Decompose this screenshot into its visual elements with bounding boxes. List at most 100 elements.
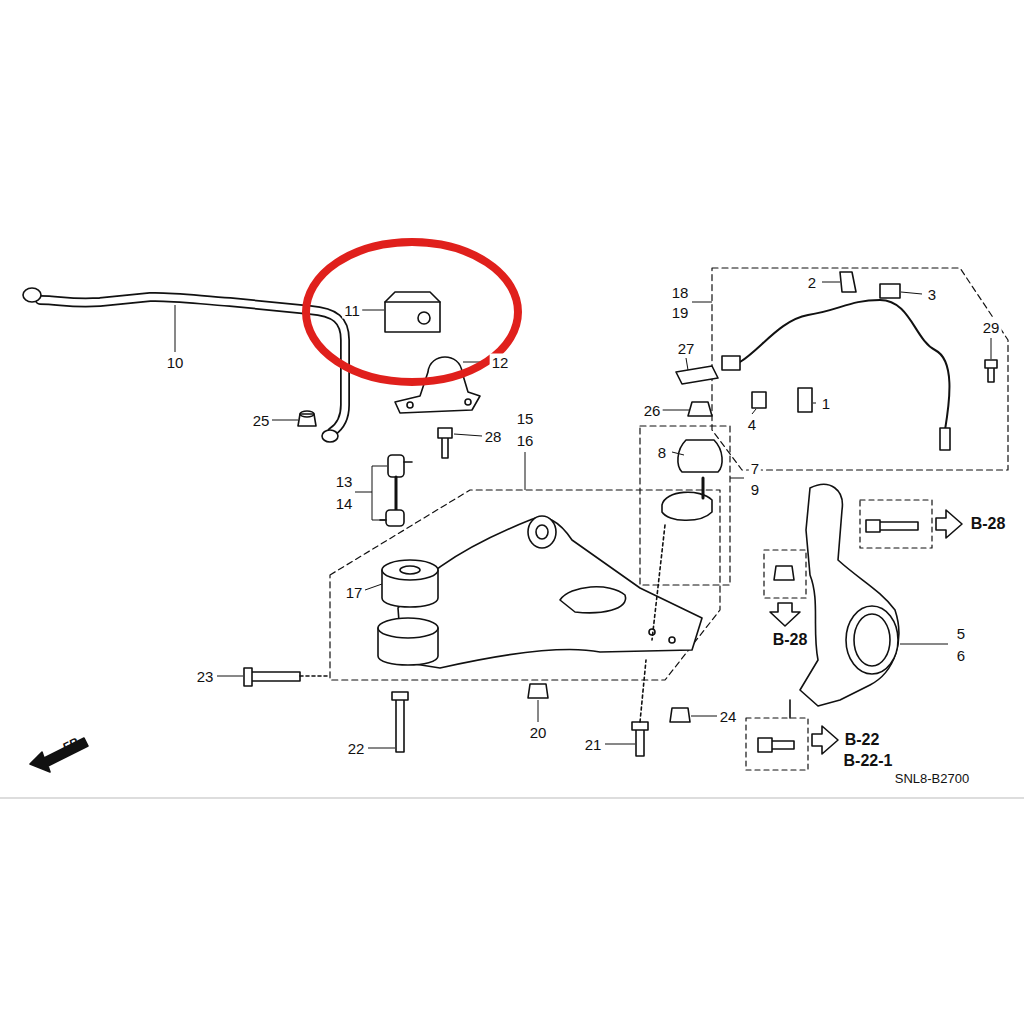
ball-joint-stud: [702, 478, 705, 498]
bolt: [866, 520, 918, 532]
callout-number: 28: [483, 428, 504, 445]
callout-number: 4: [746, 416, 758, 433]
bushing-hole: [418, 312, 430, 324]
callout-number: 18: [670, 284, 691, 301]
bar-end: [322, 430, 338, 442]
group-box: [330, 490, 720, 680]
leader-line: [691, 716, 717, 717]
bolt: [758, 738, 794, 752]
plate: [676, 366, 718, 384]
clip: [688, 402, 712, 416]
leader-line: [692, 302, 712, 303]
leader-line: [525, 452, 526, 490]
callout-number: 14: [334, 495, 355, 512]
nut: [670, 708, 690, 722]
bracket-hole: [407, 402, 413, 408]
sensor-connector: [722, 356, 740, 370]
ball-joint-boot: [678, 440, 722, 472]
frame-line: [0, 798, 1024, 799]
leader-line: [365, 584, 382, 590]
leader-line: [730, 478, 744, 479]
callout-number: 6: [955, 647, 967, 664]
hub-bore: [846, 606, 898, 674]
callout-number: 15: [515, 410, 536, 427]
highlight-ring: [306, 242, 518, 382]
assembly-line: [652, 525, 665, 640]
leader-line: [822, 282, 840, 283]
nut: [528, 684, 548, 698]
knuckle: [800, 484, 899, 706]
callout-number: 29: [981, 319, 1002, 336]
reference-label: B-28: [771, 631, 810, 649]
callout-number: 7: [749, 460, 761, 477]
bolt: [985, 360, 997, 382]
leader-line: [662, 410, 690, 411]
reference-label: SNL8-B2700: [893, 771, 971, 786]
front-bushing: [528, 516, 556, 548]
ref-box: [746, 718, 808, 770]
group-box: [640, 426, 730, 585]
callout-number: 21: [583, 736, 604, 753]
bushing-top: [382, 560, 438, 580]
callout-number: 19: [670, 304, 691, 321]
arm-opening: [560, 587, 626, 613]
callout-number: 5: [955, 625, 967, 642]
leader-line: [900, 644, 948, 645]
callout-number: 23: [195, 668, 216, 685]
leader-line: [901, 292, 922, 294]
link-stud: [404, 461, 412, 463]
callout-number: 12: [490, 354, 511, 371]
callout-number: 2: [806, 274, 818, 291]
reference-label: B-28: [969, 515, 1008, 533]
callout-number: 20: [528, 724, 549, 741]
clip: [752, 392, 766, 408]
callout-number: 8: [656, 444, 668, 461]
callout-number: 9: [749, 481, 761, 498]
bolt-axis: [789, 700, 791, 718]
leader-line: [672, 452, 684, 455]
callout-number: 26: [642, 402, 663, 419]
sensor-head: [940, 428, 950, 450]
bolt: [244, 668, 300, 686]
front-bushing-hole: [536, 525, 548, 539]
assembly-line: [640, 660, 646, 722]
assembly-line: [300, 675, 330, 677]
callout-number: 24: [718, 708, 739, 725]
clip: [798, 388, 812, 412]
clip: [840, 272, 856, 292]
leader-line: [175, 305, 176, 352]
link-joint: [388, 455, 404, 477]
reference-label: B-22-1: [842, 752, 895, 770]
leader-line: [362, 310, 384, 311]
sensor-wire: [740, 300, 949, 430]
callout-number: 3: [926, 286, 938, 303]
leader-line: [686, 358, 688, 370]
group-box: [712, 268, 1008, 470]
callout-number: 22: [346, 740, 367, 757]
leader-line: [368, 748, 395, 749]
bushing: [385, 292, 440, 332]
ref-arrow: [770, 603, 800, 626]
nut: [774, 566, 794, 580]
clip: [880, 284, 900, 298]
leader-lines: [175, 282, 991, 748]
ref-box: [860, 500, 932, 548]
bolt: [438, 428, 452, 458]
bushing-edge: [385, 301, 440, 303]
leader-line: [538, 700, 539, 722]
bracket-hole: [465, 399, 471, 405]
callout-number: 1: [820, 395, 832, 412]
bolt: [392, 692, 408, 752]
callout-number: 25: [251, 412, 272, 429]
leader-line: [991, 338, 992, 359]
callout-number: 11: [342, 302, 362, 319]
link-rod: [395, 477, 398, 510]
callout-number: 17: [344, 584, 365, 601]
leader-line: [272, 420, 298, 421]
reference-label: B-22: [843, 731, 882, 749]
stabilizer-bar-inner: [40, 297, 345, 432]
bar-end: [23, 288, 41, 302]
ref-arrow: [936, 510, 962, 538]
